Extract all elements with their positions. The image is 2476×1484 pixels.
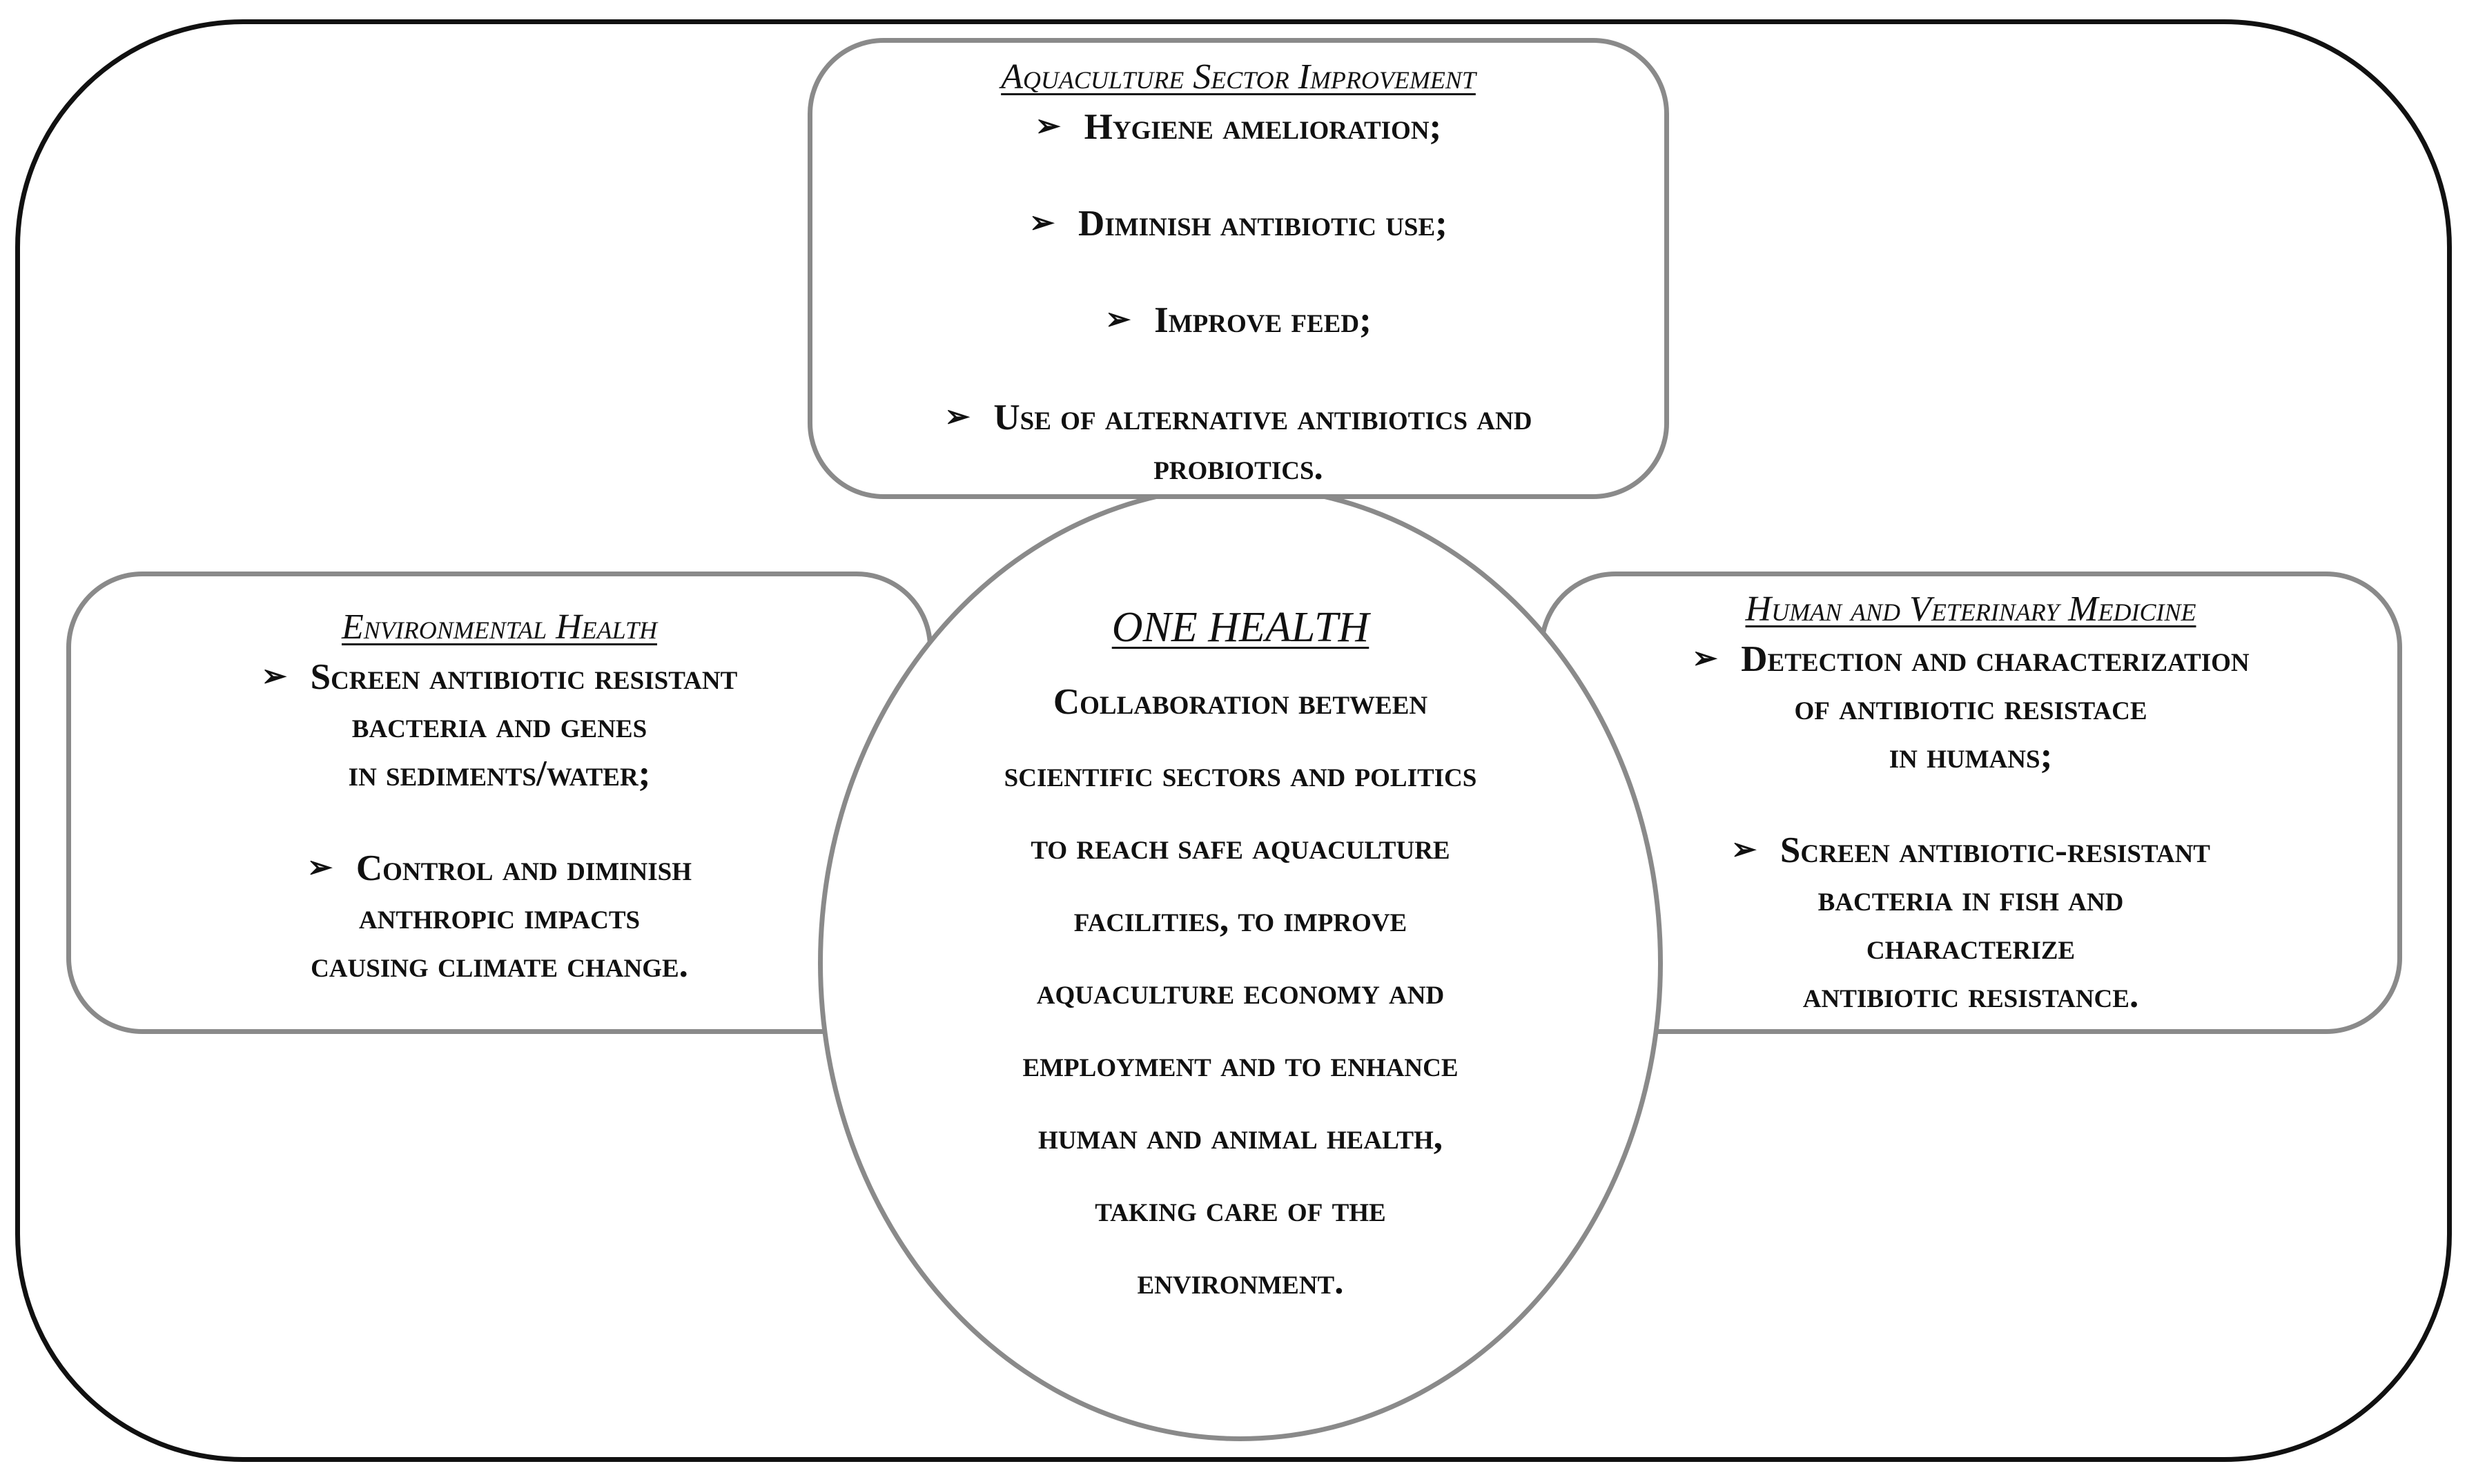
bullet-item: ➢ Use of alternative antibiotics and prob… [812,392,1664,492]
arrowhead-bullet-icon: ➢ [1105,302,1131,336]
bullet-text: in humans; [1889,736,2053,776]
bullet-item: ➢ Screen antibiotic resistant bacteria an… [71,652,928,798]
bullet-text: of antibiotic resistace [1794,687,2147,728]
bullet-text: Diminish antibiotic use; [1078,204,1447,244]
one-health-title: ONE HEALTH [1111,604,1369,651]
arrowhead-bullet-icon: ➢ [944,400,971,433]
bullet-text: bacteria and genes [351,705,647,745]
bullet-item: ➢ Improve feed; [812,295,1664,344]
bullet-item: ➢ Diminish antibiotic use; [812,199,1664,248]
arrowhead-bullet-icon: ➢ [1035,109,1061,143]
one-health-circle: ONE HEALTH Collaboration between scienti… [818,485,1663,1441]
bullet-text: Screen antibiotic-resistant [1780,830,2210,870]
human-veterinary-medicine-box: Human and Veterinary Medicine ➢ Detection… [1539,572,2402,1034]
bullet-item: ➢ Detection and characterization of antib… [1544,634,2397,780]
description-line: scientific sectors and politics [1004,754,1477,794]
bullet-text: Screen antibiotic resistant [310,657,738,697]
bullet-item: ➢ Screen antibiotic-resistant bacteria in… [1544,826,2397,1019]
description-line: facilities, to improve [1073,899,1407,939]
bullet-text: anthropic impacts [358,897,641,937]
environmental-health-box: Environmental Health ➢ Screen antibiotic … [66,572,933,1034]
description-line: Collaboration between [1053,682,1428,722]
arrowhead-bullet-icon: ➢ [1692,641,1718,675]
human-veterinary-medicine-title: Human and Veterinary Medicine [1745,589,2196,629]
bullet-text: Detection and characterization [1741,639,2250,679]
description-line: taking care of the [1095,1189,1386,1229]
arrowhead-bullet-icon: ➢ [1731,832,1757,866]
environmental-health-title: Environmental Health [342,607,657,647]
bullet-text: Improve feed; [1154,300,1372,340]
bullet-text: Control and diminish [355,848,692,888]
description-line: to reach safe aquaculture [1031,827,1450,867]
description-line: environment. [1137,1262,1344,1302]
bullet-item: ➢Control and diminish anthropic impacts … [71,843,928,989]
aquaculture-sector-title: Aquaculture Sector Improvement [1001,57,1476,97]
bullet-text: causing climate change. [311,945,688,985]
bullet-text: characterize [1866,927,2076,967]
bullet-text: in sediments/water; [348,754,651,794]
bullet-text: Use of alternative antibiotics and [993,398,1532,438]
description-line: employment and to enhance [1022,1044,1459,1084]
arrowhead-bullet-icon: ➢ [261,659,287,693]
bullet-item: ➢ Hygiene amelioration; [812,102,1664,151]
bullet-text: bacteria in fish and [1817,879,2124,919]
arrowhead-bullet-icon: ➢ [1029,206,1055,240]
arrowhead-bullet-icon: ➢ [306,850,333,884]
description-line: aquaculture economy and [1036,972,1445,1012]
bullet-text: probiotics. [1153,447,1323,487]
one-health-description: Collaboration between scientific sectors… [823,666,1658,1318]
aquaculture-sector-box: Aquaculture Sector Improvement ➢ Hygiene … [808,38,1669,499]
bullet-text: Hygiene amelioration; [1084,107,1442,147]
description-line: human and animal health, [1037,1117,1443,1157]
bullet-text: antibiotic resistance. [1802,975,2139,1015]
